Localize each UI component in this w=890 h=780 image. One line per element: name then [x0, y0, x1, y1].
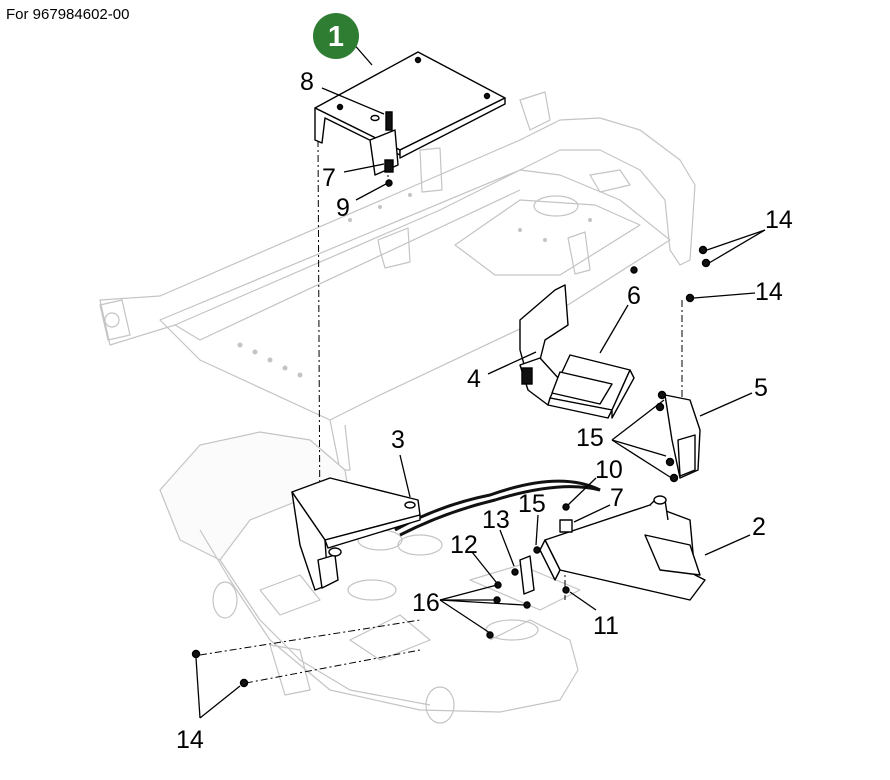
callout-4: 4: [467, 365, 481, 393]
callout-12: 12: [450, 531, 478, 559]
mower-deck-outline: [159, 431, 581, 724]
callout-14-bottom-left: 14: [176, 726, 204, 754]
callout-2: 2: [752, 513, 766, 541]
callout-14-upper-right: 14: [765, 206, 793, 234]
callout-3: 3: [391, 426, 405, 454]
leader-lines: [195, 41, 766, 719]
callout-10: 10: [595, 456, 623, 484]
drive-belt: [394, 479, 601, 537]
callout-labels: 8 7 9 14 14 6 4 5 3 15 10 7 15 13 2 12 1…: [176, 68, 793, 754]
right-side-bracket: [655, 390, 701, 483]
center-hardware: [191, 503, 573, 688]
callout-16: 16: [412, 589, 440, 617]
callout-11: 11: [593, 612, 619, 640]
assembly-number-badge: 1: [313, 13, 359, 59]
callout-15-center: 15: [518, 490, 546, 518]
callout-9: 9: [336, 194, 350, 222]
callout-15-right: 15: [576, 424, 604, 452]
belt-cover-box: [547, 354, 635, 419]
callout-7-center: 7: [610, 484, 624, 512]
fasteners-8-7-9: [384, 111, 394, 187]
badge-number: 1: [328, 21, 344, 53]
callout-6: 6: [627, 282, 641, 310]
bolts-14-right: [630, 245, 711, 303]
callout-5: 5: [754, 374, 768, 402]
callout-7-top: 7: [322, 164, 336, 192]
diagram-model-caption: For 967984602-00: [6, 6, 130, 23]
badge-circle: [313, 13, 359, 59]
top-cover-plate: [314, 51, 506, 176]
callout-14-right: 14: [755, 278, 783, 306]
callout-13: 13: [482, 506, 510, 534]
left-deck-bracket: [291, 477, 421, 591]
callout-8: 8: [300, 68, 314, 96]
right-deck-bracket: [539, 495, 706, 601]
